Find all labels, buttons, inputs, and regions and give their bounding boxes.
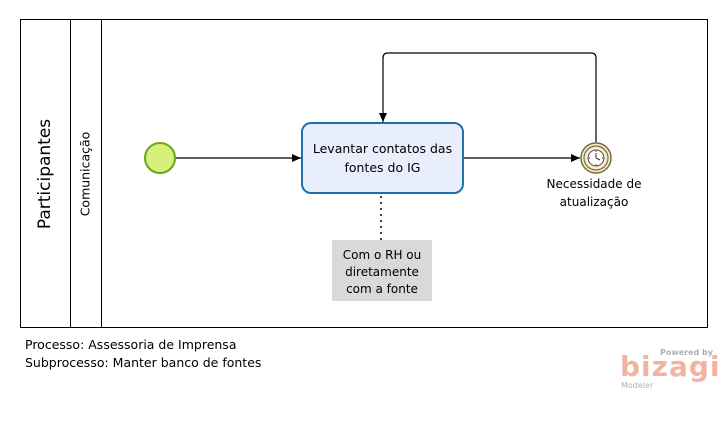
annotation-line1: Com o RH ou [343,248,422,262]
bizagi-logo: bizagi [620,350,721,383]
text-annotation[interactable] [332,240,432,301]
timer-event[interactable] [580,142,612,174]
timer-label-line1: Necessidade de [547,177,642,191]
flow-timer-loop-back[interactable] [379,52,597,142]
pool-label: Participantes [35,119,55,229]
task-label-line2: fontes do IG [345,160,421,175]
task-label-line1: Levantar contatos das [313,141,452,156]
lane-label: Comunicação [78,132,93,217]
footer-process: Processo: Assessoria de Imprensa [25,337,237,352]
annotation-line2: diretamente [345,265,419,279]
modeler-text: Modeler [621,381,654,390]
powered-by-text: Powered by [660,348,713,357]
annotation-line3: com a fonte [346,282,418,296]
footer-subprocess: Subprocesso: Manter banco de fontes [25,355,262,370]
task-levantar-contatos[interactable] [301,122,464,194]
timer-label-line2: atualização [560,195,629,209]
start-event[interactable] [144,142,176,174]
clock-icon [587,149,605,167]
